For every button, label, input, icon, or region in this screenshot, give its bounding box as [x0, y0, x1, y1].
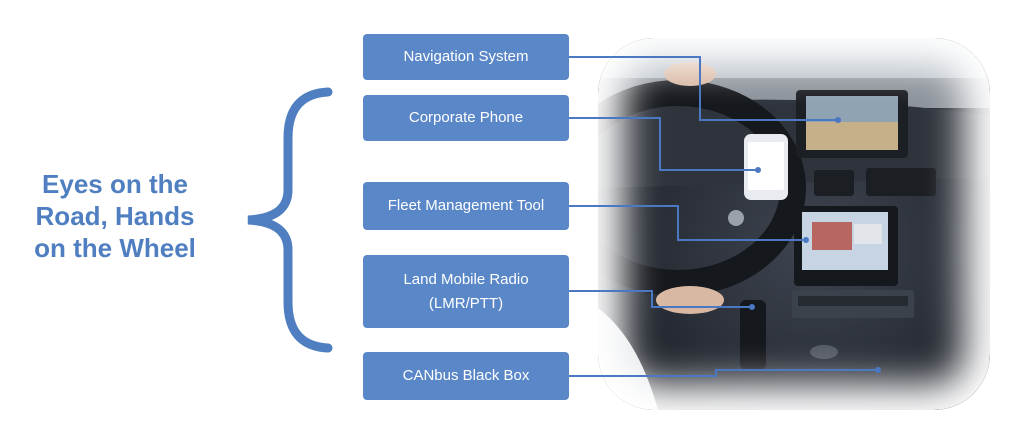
connector-fleet: [569, 205, 806, 241]
connector-dot-lmr: [749, 304, 755, 310]
corporate-phone-box: Corporate Phone: [363, 95, 569, 141]
canbus-black-box-box: CANbus Black Box: [363, 352, 569, 400]
curly-brace: [247, 87, 333, 353]
connector-lmr: [569, 290, 752, 308]
canbus-black-box-label: CANbus Black Box: [402, 367, 530, 384]
fleet-management-tool-label: Fleet Management Tool: [387, 197, 545, 214]
navigation-system-box: Navigation System: [363, 34, 569, 80]
land-mobile-radio-label-line-1: Land Mobile Radio: [403, 270, 529, 288]
connector-dot-navigation: [835, 117, 841, 123]
connector-phone: [569, 117, 758, 171]
dashboard-photo: [598, 38, 990, 410]
land-mobile-radio-box: Land Mobile Radio (LMR/PTT): [363, 255, 569, 328]
headline-line-1: Eyes on the: [42, 169, 188, 199]
connector-canbus: [569, 369, 878, 377]
connector-navigation: [569, 56, 838, 121]
navigation-system-label: Navigation System: [403, 48, 529, 65]
connector-dot-fleet: [803, 237, 809, 243]
headline: Eyes on the Road, Hands on the Wheel: [0, 168, 230, 264]
land-mobile-radio-label-line-2: (LMR/PTT): [428, 294, 504, 312]
connector-dot-canbus: [875, 367, 881, 373]
fleet-management-tool-box: Fleet Management Tool: [363, 182, 569, 230]
corporate-phone-label: Corporate Phone: [408, 109, 524, 126]
headline-line-2: Road, Hands: [35, 201, 195, 231]
headline-line-3: on the Wheel: [34, 233, 196, 263]
connector-dot-phone: [755, 167, 761, 173]
